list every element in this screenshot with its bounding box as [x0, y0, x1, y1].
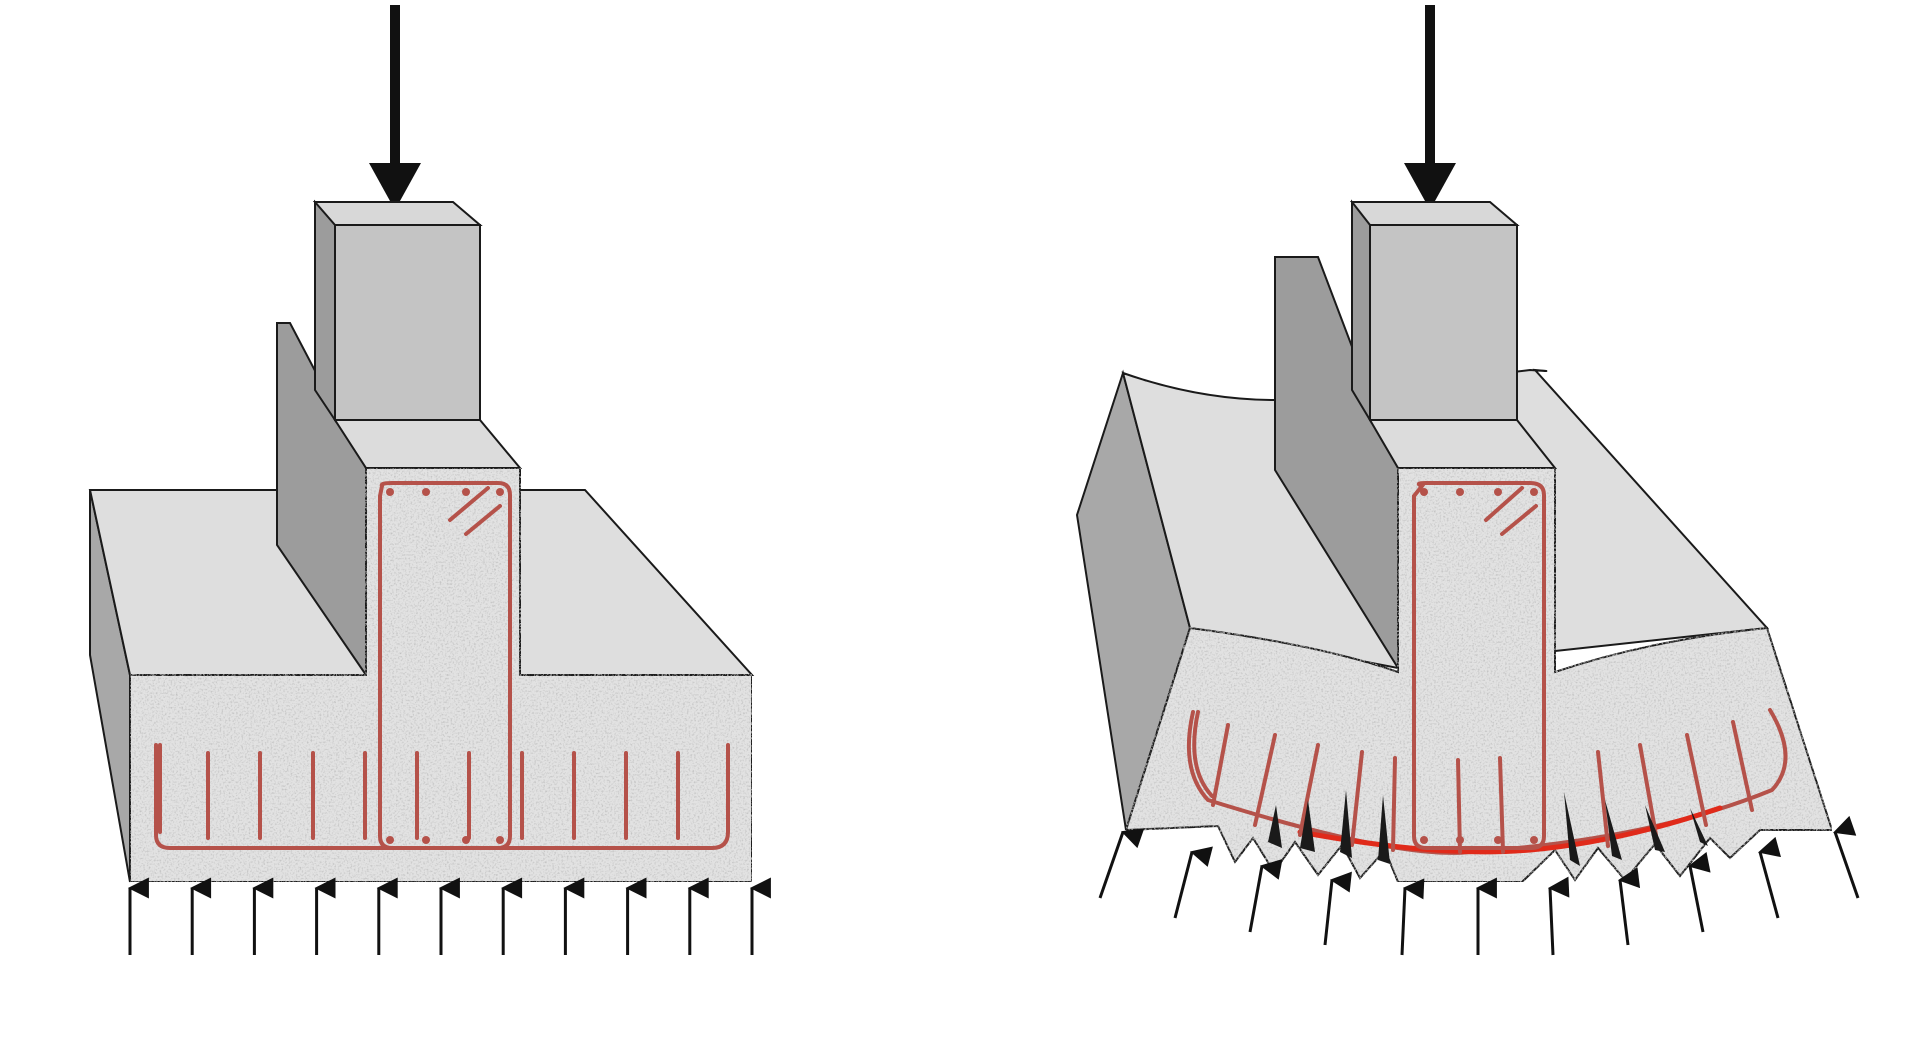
column-top-side	[1351, 199, 1371, 424]
rebar-verticals	[206, 751, 680, 840]
reaction-arrow-icon	[1617, 867, 1641, 946]
reaction-arrows	[1098, 815, 1860, 956]
reaction-arrow-icon	[1323, 871, 1352, 946]
column-top-cap	[312, 201, 483, 226]
rebar-verticals	[1211, 720, 1754, 854]
reaction-arrow-icon	[1173, 846, 1213, 919]
slab-front-face	[129, 467, 753, 883]
column-top-face	[334, 224, 481, 421]
column-step-top	[333, 419, 523, 469]
reaction-arrow-icon	[1687, 852, 1711, 933]
footing-intact	[88, 5, 771, 955]
reaction-arrow-icon	[1400, 878, 1425, 956]
column-top-cap	[1349, 201, 1520, 226]
reaction-arrow-icon	[1833, 815, 1860, 899]
load-arrow-icon	[1404, 5, 1456, 210]
rebar-cage	[154, 481, 730, 850]
reaction-arrow-icon	[1547, 876, 1570, 956]
reaction-arrow-icon	[1098, 828, 1145, 899]
cracks	[1268, 790, 1708, 866]
reaction-arrow-icon	[1757, 836, 1781, 919]
column-top-face	[1369, 224, 1518, 421]
column-top-side	[314, 199, 336, 424]
load-arrow-icon	[369, 5, 421, 210]
reaction-arrow-icon	[1248, 859, 1283, 933]
reaction-arrows	[127, 877, 771, 955]
footing-deformed	[1075, 5, 1860, 956]
